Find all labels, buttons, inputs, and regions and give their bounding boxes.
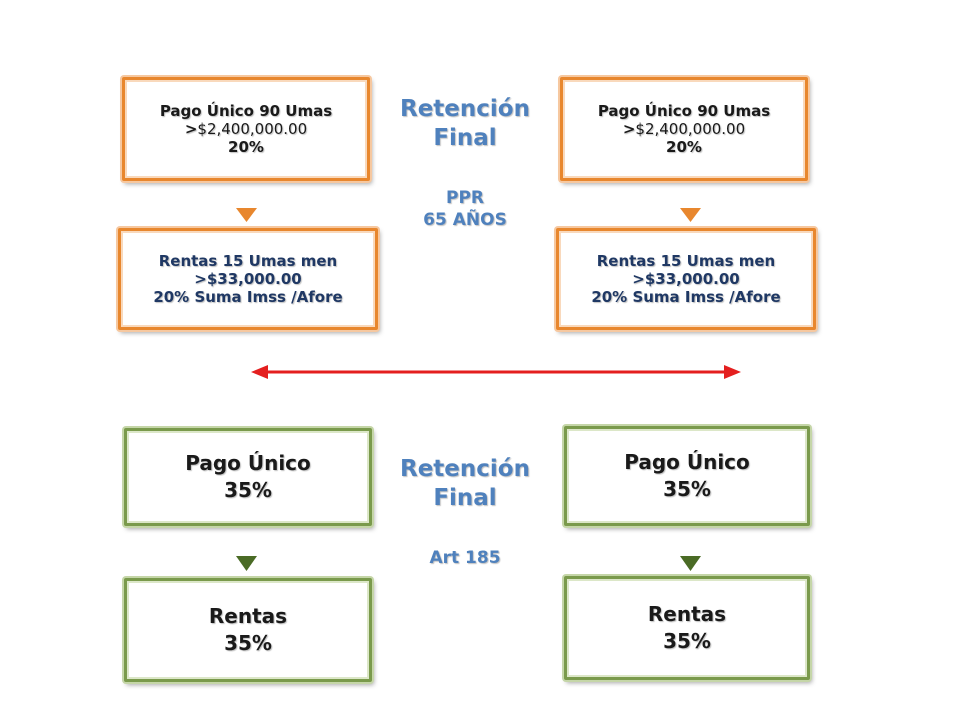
top-right-pago-unico-label: Pago Único 90 Umas: [597, 102, 771, 120]
top-left-rentas-box: Rentas 15 Umas men >$33,000.00 20% Suma …: [118, 228, 378, 330]
bottom-left-rentas-label: Rentas: [208, 604, 288, 628]
top-center-subtitle: PPR 65 AÑOS: [395, 187, 535, 231]
top-left-rentas-percentage: 20% Suma Imss /Afore: [153, 288, 343, 306]
bottom-left-pago-unico-percentage: 35%: [224, 478, 272, 502]
top-center-title-line2: Final: [433, 124, 497, 151]
bottom-right-rentas-box: Rentas 35%: [564, 576, 810, 680]
top-right-rentas-percentage: 20% Suma Imss /Afore: [591, 288, 781, 306]
top-center-title-line1: Retención: [400, 96, 530, 122]
top-center-sub-line2: 65 AÑOS: [423, 210, 507, 231]
top-right-percentage: 20%: [666, 138, 702, 156]
top-center-title: Retención Final: [395, 95, 535, 153]
bottom-left-rentas-percentage: 35%: [224, 631, 272, 655]
bottom-center-subtitle: Art 185: [395, 547, 535, 569]
top-center-sub-line1: PPR: [445, 188, 484, 208]
top-left-amount: >$2,400,000.00: [184, 120, 308, 138]
down-arrow-orange-left: [236, 183, 257, 222]
top-left-pago-unico-label: Pago Único 90 Umas: [159, 102, 333, 120]
bottom-right-pago-unico-label: Pago Único: [624, 450, 750, 474]
bottom-center-title: Retención Final: [395, 455, 535, 513]
top-left-pago-unico-box: Pago Único 90 Umas >$2,400,000.00 20%: [122, 77, 370, 181]
down-arrow-green-right: [680, 531, 701, 571]
down-arrow-green-left: [236, 531, 257, 571]
bottom-right-rentas-label: Rentas: [647, 602, 727, 626]
top-right-rentas-amount: >$33,000.00: [632, 270, 740, 288]
double-arrow-red: [251, 365, 741, 379]
bottom-right-pago-unico-percentage: 35%: [663, 477, 711, 501]
top-right-pago-unico-box: Pago Único 90 Umas >$2,400,000.00 20%: [560, 77, 808, 181]
bottom-center-sub: Art 185: [429, 548, 501, 568]
top-right-rentas-label: Rentas 15 Umas men: [596, 252, 776, 270]
bottom-left-pago-unico-label: Pago Único: [185, 451, 311, 475]
bottom-center-title-line1: Retención: [400, 456, 530, 482]
bottom-left-pago-unico-box: Pago Único 35%: [124, 428, 372, 526]
top-left-percentage: 20%: [228, 138, 264, 156]
down-arrow-orange-right: [680, 183, 701, 222]
top-left-rentas-label: Rentas 15 Umas men: [158, 252, 338, 270]
bottom-center-title-line2: Final: [433, 484, 497, 511]
bottom-left-rentas-box: Rentas 35%: [124, 578, 372, 682]
bottom-right-rentas-percentage: 35%: [663, 629, 711, 653]
top-right-rentas-box: Rentas 15 Umas men >$33,000.00 20% Suma …: [556, 228, 816, 330]
bottom-right-pago-unico-box: Pago Único 35%: [564, 426, 810, 526]
top-left-rentas-amount: >$33,000.00: [194, 270, 302, 288]
top-right-amount: >$2,400,000.00: [622, 120, 746, 138]
